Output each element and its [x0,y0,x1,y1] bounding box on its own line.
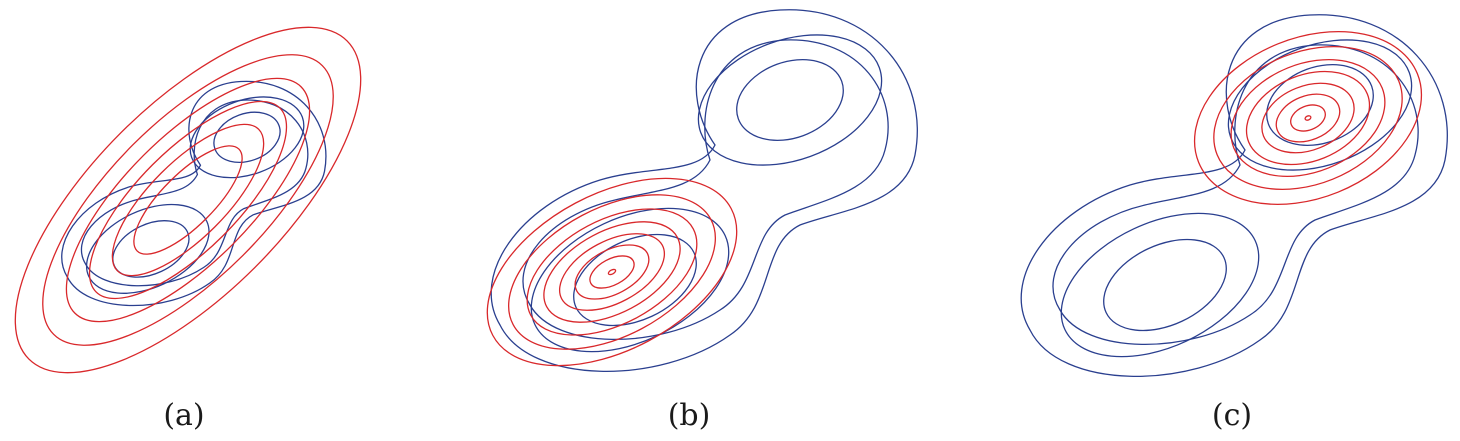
fit-contour-5 [111,123,265,277]
fit-contour-5 [558,233,666,311]
fit-contour-3 [526,208,698,336]
fit-contour-6 [574,244,650,300]
mixture-contour-middle [522,39,889,341]
mixture-contour-upper-1 [189,96,305,179]
mixture-contour-upper-1 [697,34,883,166]
fit-contour-2 [507,194,717,350]
fit-contour-1 [14,26,362,374]
fit-contours [486,177,738,367]
fit-contour-7 [589,255,635,289]
fit-contour-1 [486,177,738,367]
mixture-contour-lower-2 [1103,238,1227,332]
mixture-contour-upper-2 [736,58,844,142]
fit-contour-2 [42,54,334,346]
fit-contour-4 [1245,70,1371,166]
fit-contours [14,26,362,374]
panel-label-c: (c) [1212,398,1252,433]
mixture-contours [490,9,918,372]
mixture-contour-outer [61,80,327,307]
panel-b: (b) [486,9,918,433]
panel-c: (c) [1020,14,1448,433]
fit-contour-8 [607,268,617,276]
mixture-contour-lower-1 [1060,212,1260,358]
fit-contours [1193,31,1423,205]
fit-contour-4 [543,221,681,323]
mixture-contour-middle [1052,44,1419,346]
mixture-contours [61,80,327,307]
mixture-contour-middle [80,99,309,287]
fit-contour-6 [1275,93,1341,143]
mixture-contour-outer [490,9,918,372]
mixture-contour-lower-2 [573,233,697,327]
fit-contour-8 [1304,115,1312,121]
panel-label-a: (a) [163,398,204,433]
fit-contour-2 [1213,45,1403,191]
fit-contour-7 [1290,104,1326,132]
panel-a: (a) [14,26,362,433]
mixture-contour-lower-1 [85,203,210,294]
fit-contour-5 [1261,82,1355,154]
fit-contour-6 [133,145,243,255]
mixture-contour-outer [1020,14,1448,377]
fit-contour-1 [1193,31,1423,205]
fit-contour-3 [65,77,311,323]
fit-contour-3 [1230,58,1386,178]
fit-contour-4 [88,100,288,300]
panel-label-b: (b) [668,398,711,433]
